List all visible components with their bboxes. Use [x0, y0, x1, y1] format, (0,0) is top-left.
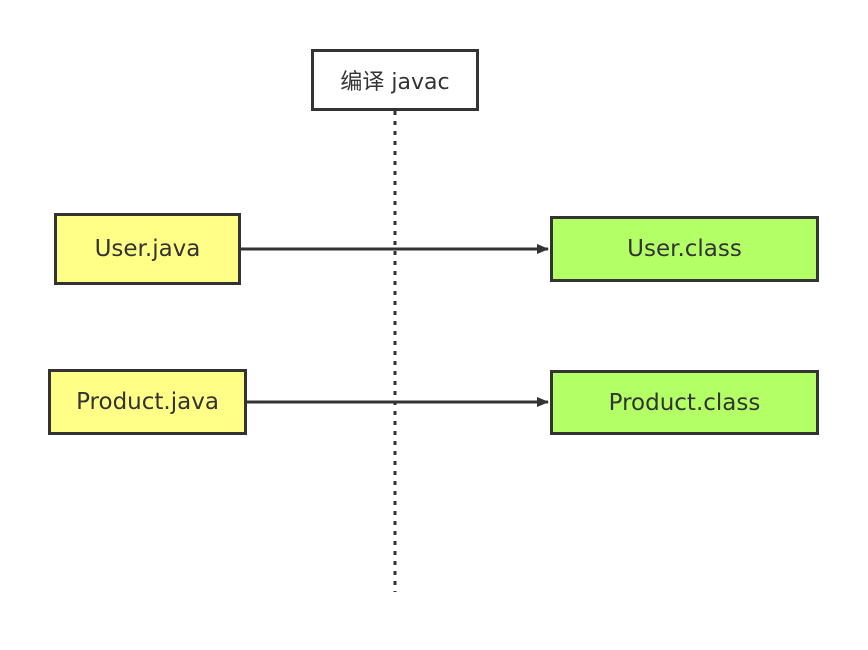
compile-step-box: 编译 javac — [311, 49, 479, 111]
source-file-product-java: Product.java — [48, 369, 247, 435]
source-file-label: User.java — [94, 236, 201, 262]
output-file-user-class: User.class — [550, 216, 819, 282]
output-file-label: Product.class — [608, 389, 761, 416]
output-file-product-class: Product.class — [550, 370, 819, 435]
source-file-label: Product.java — [76, 389, 219, 415]
source-file-user-java: User.java — [54, 213, 241, 285]
compile-step-label: 编译 javac — [340, 70, 450, 95]
output-file-label: User.class — [627, 236, 742, 262]
